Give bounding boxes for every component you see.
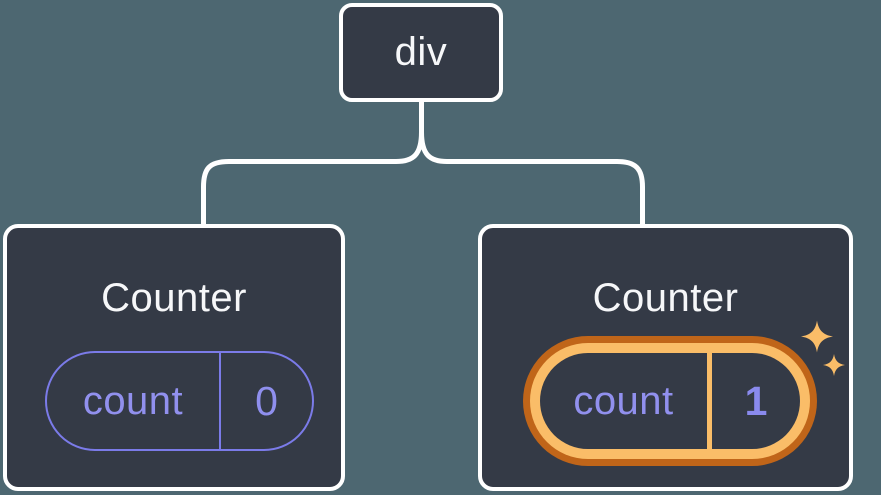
highlight-ring-inner: count 1 [530, 343, 810, 459]
state-pill: count 0 [45, 351, 314, 451]
pill-divider [707, 353, 712, 449]
state-value-cell: 0 [221, 353, 312, 449]
state-key-cell: count [47, 353, 221, 449]
state-value: 0 [255, 377, 278, 424]
state-key-label: count [573, 378, 674, 423]
highlight-ring: count 1 [523, 336, 817, 466]
state-value: 1 [744, 377, 768, 424]
connector-left-branch [201, 101, 424, 226]
counter-card-right: Counter count 1 [478, 224, 853, 491]
connector-right-branch [419, 101, 645, 226]
state-value-cell: 1 [712, 353, 800, 449]
state-key-cell: count [540, 353, 707, 449]
tree-node-div: div [339, 3, 503, 102]
div-node-label: div [394, 30, 448, 74]
counter-card-left: Counter count 0 [3, 224, 345, 491]
state-pill-highlighted: count 1 [540, 353, 800, 449]
state-key-label: count [82, 378, 184, 423]
counter-title: Counter [592, 276, 739, 320]
counter-title: Counter [101, 276, 247, 320]
